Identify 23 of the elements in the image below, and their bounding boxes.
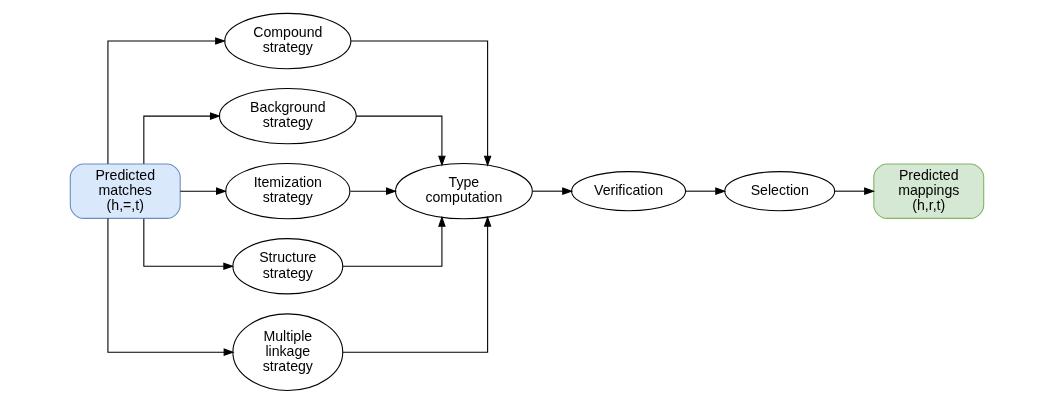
node-ellipse: Itemization strategy [225,162,351,219]
node-ellipse: Verification [571,170,687,211]
arrow [355,115,446,167]
arrow [349,186,397,195]
arrow [179,186,227,195]
node-ellipse: Structure strategy [232,237,344,294]
node-ellipse: Type computation [394,162,533,219]
arrow [107,217,235,356]
arrow [107,36,227,164]
node-ellipse: Multiple linkage strategy [232,312,344,391]
node-box: Predicted mappings (h,r,t) [873,162,985,219]
arrow [685,186,727,195]
arrow [532,186,574,195]
node-ellipse: Selection [724,170,836,211]
node-ellipse: Background strategy [218,87,357,144]
arrow [342,215,446,267]
arrow [350,40,492,167]
arrow [342,215,492,353]
node-ellipse: Compound strategy [224,12,352,69]
arrow [834,186,876,195]
node-box: Predicted matches (h,=,t) [69,162,181,219]
arrow [143,217,235,270]
arrow [143,111,221,164]
